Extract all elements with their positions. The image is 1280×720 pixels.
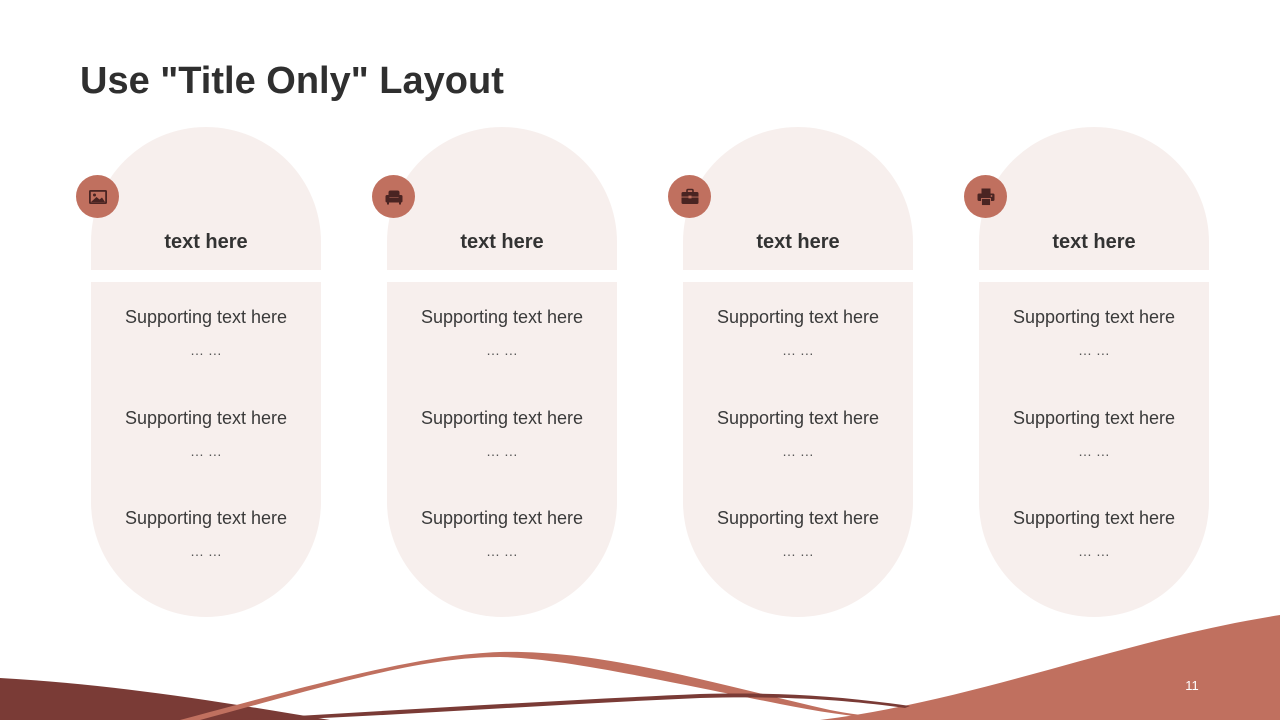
supporting-text: Supporting text here xyxy=(124,408,288,428)
card-heading: text here xyxy=(460,231,544,253)
list-item: Supporting text here … … xyxy=(979,305,1209,359)
card-1: text here Supporting text here … … Suppo… xyxy=(76,127,321,617)
dark-wave xyxy=(0,678,330,720)
supporting-text: Supporting text here xyxy=(124,508,288,528)
ellipsis-text: … … xyxy=(1078,543,1110,559)
card-body-shape xyxy=(91,282,321,617)
decorative-waves xyxy=(0,615,1280,720)
page-number: 11 xyxy=(1185,678,1199,693)
list-item: Supporting text here … … xyxy=(979,506,1209,560)
ellipsis-text: … … xyxy=(1078,342,1110,358)
list-item: Supporting text here … … xyxy=(387,305,617,359)
accent-ribbon xyxy=(180,651,940,720)
briefcase-icon xyxy=(668,175,711,218)
supporting-text: Supporting text here xyxy=(420,408,584,428)
ellipsis-text: … … xyxy=(782,443,814,459)
ellipsis-text: … … xyxy=(486,443,518,459)
ellipsis-text: … … xyxy=(190,342,222,358)
list-item: Supporting text here … … xyxy=(387,506,617,560)
supporting-text: Supporting text here xyxy=(716,408,880,428)
accent-wave xyxy=(820,615,1280,720)
card-body-shape xyxy=(387,282,617,617)
card-body-shape xyxy=(979,282,1209,617)
ellipsis-text: … … xyxy=(782,342,814,358)
supporting-text: Supporting text here xyxy=(420,508,584,528)
supporting-text: Supporting text here xyxy=(716,508,880,528)
list-item: Supporting text here … … xyxy=(91,506,321,560)
card-heading: text here xyxy=(1052,231,1136,253)
list-item: Supporting text here … … xyxy=(91,305,321,359)
list-item: Supporting text here … … xyxy=(91,406,321,460)
card-3: text here Supporting text here … … Suppo… xyxy=(668,127,913,617)
list-item: Supporting text here … … xyxy=(683,506,913,560)
ellipsis-text: … … xyxy=(486,342,518,358)
printer-icon xyxy=(964,175,1007,218)
ellipsis-text: … … xyxy=(1078,443,1110,459)
card-heading: text here xyxy=(164,231,248,253)
ellipsis-text: … … xyxy=(190,443,222,459)
sofa-icon xyxy=(372,175,415,218)
image-icon xyxy=(76,175,119,218)
card-4: text here Supporting text here … … Suppo… xyxy=(964,127,1209,617)
card-2: text here Supporting text here … … Suppo… xyxy=(372,127,617,617)
list-item: Supporting text here … … xyxy=(979,406,1209,460)
supporting-text: Supporting text here xyxy=(1012,307,1176,327)
supporting-text: Supporting text here xyxy=(124,307,288,327)
list-item: Supporting text here … … xyxy=(683,305,913,359)
supporting-text: Supporting text here xyxy=(420,307,584,327)
slide-title: Use "Title Only" Layout xyxy=(80,60,504,102)
card-heading: text here xyxy=(756,231,840,253)
card-body-shape xyxy=(683,282,913,617)
supporting-text: Supporting text here xyxy=(1012,408,1176,428)
dark-ribbon xyxy=(230,693,910,720)
ellipsis-text: … … xyxy=(190,543,222,559)
ellipsis-text: … … xyxy=(486,543,518,559)
list-item: Supporting text here … … xyxy=(683,406,913,460)
supporting-text: Supporting text here xyxy=(1012,508,1176,528)
ellipsis-text: … … xyxy=(782,543,814,559)
list-item: Supporting text here … … xyxy=(387,406,617,460)
supporting-text: Supporting text here xyxy=(716,307,880,327)
